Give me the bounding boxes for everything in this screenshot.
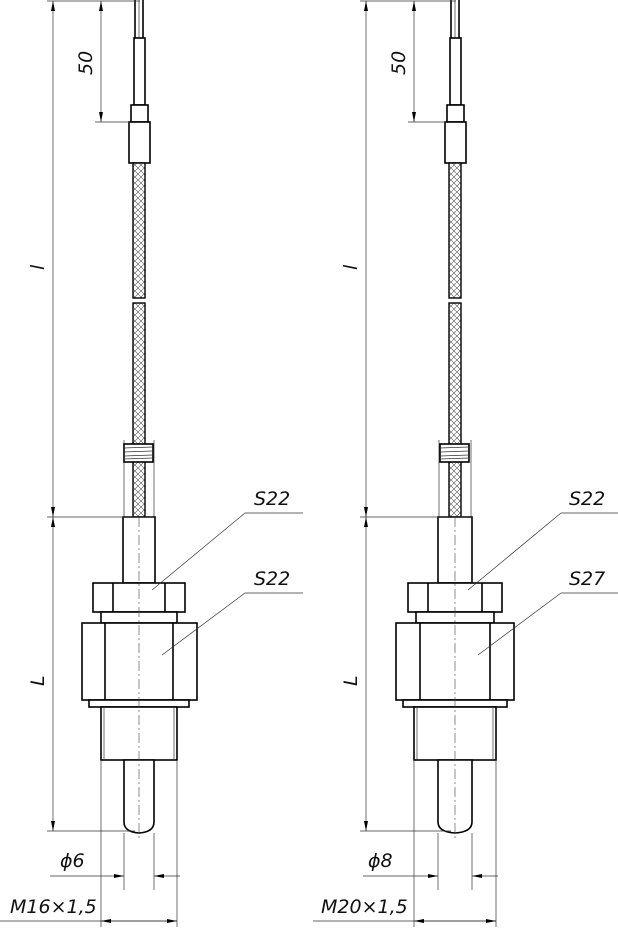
cable-ferrule — [444, 104, 467, 164]
braided-cable — [438, 162, 472, 518]
dim-l-label: l — [340, 264, 362, 270]
thread-label: M20×1,5 — [321, 896, 408, 918]
probe-diameter-label: ϕ8 — [368, 850, 393, 872]
thread-label: M16×1,5 — [10, 896, 97, 918]
spring-coil — [123, 443, 154, 463]
wires — [133, 0, 146, 106]
sensor-body — [81, 516, 198, 838]
dim-L-label: L — [27, 675, 49, 686]
cable-ferrule — [128, 104, 151, 164]
braided-cable — [123, 162, 155, 518]
hex-body-size-label: S22 — [254, 568, 290, 590]
dim-l-label: l — [27, 264, 49, 270]
hex-nut-size-label: S22 — [254, 488, 290, 510]
dim-L-label: L — [340, 675, 362, 686]
probe-diameter-label: ϕ6 — [60, 850, 85, 872]
dimensions — [0, 0, 303, 927]
dimensions — [313, 0, 618, 927]
sensor-view-m20: 50 l L S22 S27 ϕ8 M20×1,5 — [313, 0, 618, 927]
spring-coil — [439, 443, 470, 463]
wires — [449, 0, 462, 106]
sensor-body — [395, 516, 515, 838]
hex-body-size-label: S27 — [569, 568, 605, 590]
dim-50-label: 50 — [388, 51, 410, 75]
sensor-view-m16: 50 l L S22 S22 ϕ6 M16×1,5 — [0, 0, 303, 927]
dim-50-label: 50 — [75, 51, 97, 75]
hex-nut-size-label: S22 — [569, 488, 605, 510]
